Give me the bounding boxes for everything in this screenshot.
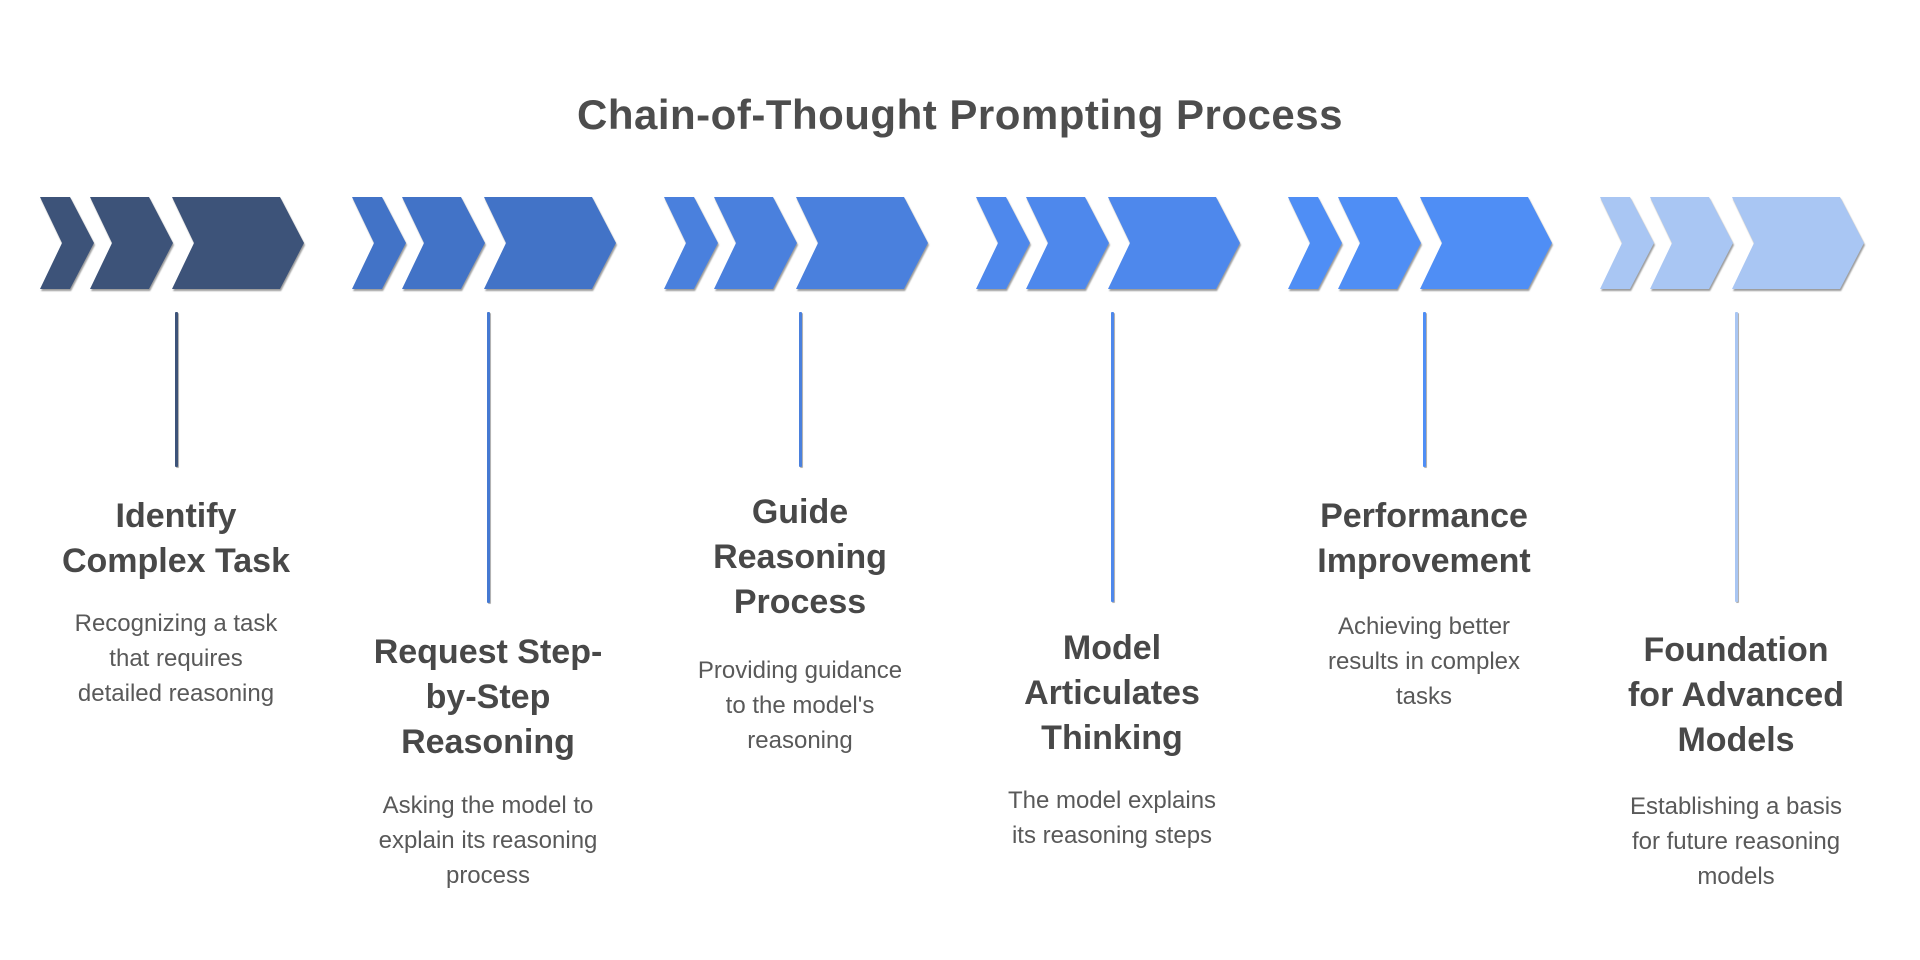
stage-description-line: to the model's	[725, 692, 875, 719]
chevron-large-icon	[172, 197, 304, 289]
stage-heading-line: Process	[733, 583, 867, 621]
stage-description-line: that requires	[109, 645, 243, 672]
chevron-small-icon	[1288, 197, 1342, 289]
stage-description-line: reasoning	[747, 727, 853, 754]
stage-description-line: for future reasoning	[1631, 828, 1841, 855]
connector-line	[1422, 312, 1426, 467]
stage-heading-line: Request Step-	[373, 633, 603, 671]
chevron-small-icon	[976, 197, 1030, 289]
chevron-medium-icon	[90, 197, 173, 289]
stage-description: Establishing a basis for future reasoning…	[1586, 789, 1886, 894]
chevron-small-icon	[352, 197, 406, 289]
stage-heading-line: Guide	[751, 493, 849, 531]
stage-description-line: models	[1697, 863, 1775, 890]
stage-description: Providing guidance to the model's reasonin…	[650, 653, 950, 758]
stage-heading-line: Thinking	[1041, 719, 1183, 757]
chevron-medium-icon	[1026, 197, 1109, 289]
chevron-medium-icon	[1338, 197, 1421, 289]
chevron-small-icon	[664, 197, 718, 289]
connector-line	[1110, 312, 1114, 602]
stage-description-line: detailed reasoning	[77, 680, 275, 707]
chevron-large-icon	[1108, 197, 1240, 289]
chevron-arrow-group	[40, 197, 304, 289]
stage-description-line: Achieving better	[1337, 613, 1511, 640]
stage-heading-line: Articulates	[1024, 674, 1200, 712]
stage-description-line: its reasoning steps	[1011, 822, 1213, 849]
page-title: Chain-of-Thought Prompting Process	[577, 91, 1343, 138]
stage-description-line: Providing guidance	[697, 657, 903, 684]
chevron-large-icon	[1420, 197, 1552, 289]
chevron-large-icon	[796, 197, 928, 289]
stage-heading-line: Models	[1677, 721, 1795, 759]
stage-heading-line: for Advanced	[1627, 676, 1844, 714]
chevron-small-icon	[1600, 197, 1654, 289]
stage-description-line: Recognizing a task	[74, 610, 278, 637]
chevron-large-icon	[1732, 197, 1864, 289]
stage-description-line: tasks	[1395, 683, 1452, 710]
connector-line	[1734, 312, 1738, 602]
stage-heading-line: Improvement	[1317, 542, 1531, 580]
stage-description: The model explains its reasoning steps	[962, 783, 1262, 853]
stage-description-line: process	[445, 862, 531, 889]
stage-description-line: explain its reasoning	[378, 827, 598, 854]
chevron-arrow-group	[352, 197, 616, 289]
connector-line	[174, 312, 178, 467]
stage-description: Recognizing a task that requires detailed …	[26, 606, 326, 711]
stage-description-line: The model explains	[1007, 787, 1217, 814]
chevron-arrow-group	[1600, 197, 1864, 289]
stage-heading-line: Identify	[115, 497, 237, 535]
stage-description-line: Asking the model to	[382, 792, 594, 819]
chevron-arrow-group	[976, 197, 1240, 289]
stage-heading-line: Model	[1062, 629, 1162, 667]
stage-description-line: Establishing a basis	[1629, 793, 1843, 820]
stage-heading-line: Performance	[1320, 497, 1528, 535]
chevron-medium-icon	[714, 197, 797, 289]
chevron-arrow-group	[1288, 197, 1552, 289]
stage-description: Achieving better results in complex tasks	[1274, 609, 1574, 714]
stage-description: Asking the model to explain its reasoning…	[338, 788, 638, 893]
stage-heading-line: Reasoning	[713, 538, 887, 576]
stage-heading-line: Reasoning	[401, 723, 575, 761]
stage-heading-line: Complex Task	[61, 542, 290, 580]
chevron-large-icon	[484, 197, 616, 289]
stage-heading-line: by-Step	[425, 678, 551, 716]
chevron-medium-icon	[1650, 197, 1733, 289]
connector-line	[486, 312, 490, 603]
stage-heading-line: Foundation	[1643, 631, 1829, 669]
chevron-small-icon	[40, 197, 94, 289]
chevron-arrow-group	[664, 197, 928, 289]
chevron-medium-icon	[402, 197, 485, 289]
connector-line	[798, 312, 802, 467]
stage-description-line: results in complex	[1327, 648, 1521, 675]
